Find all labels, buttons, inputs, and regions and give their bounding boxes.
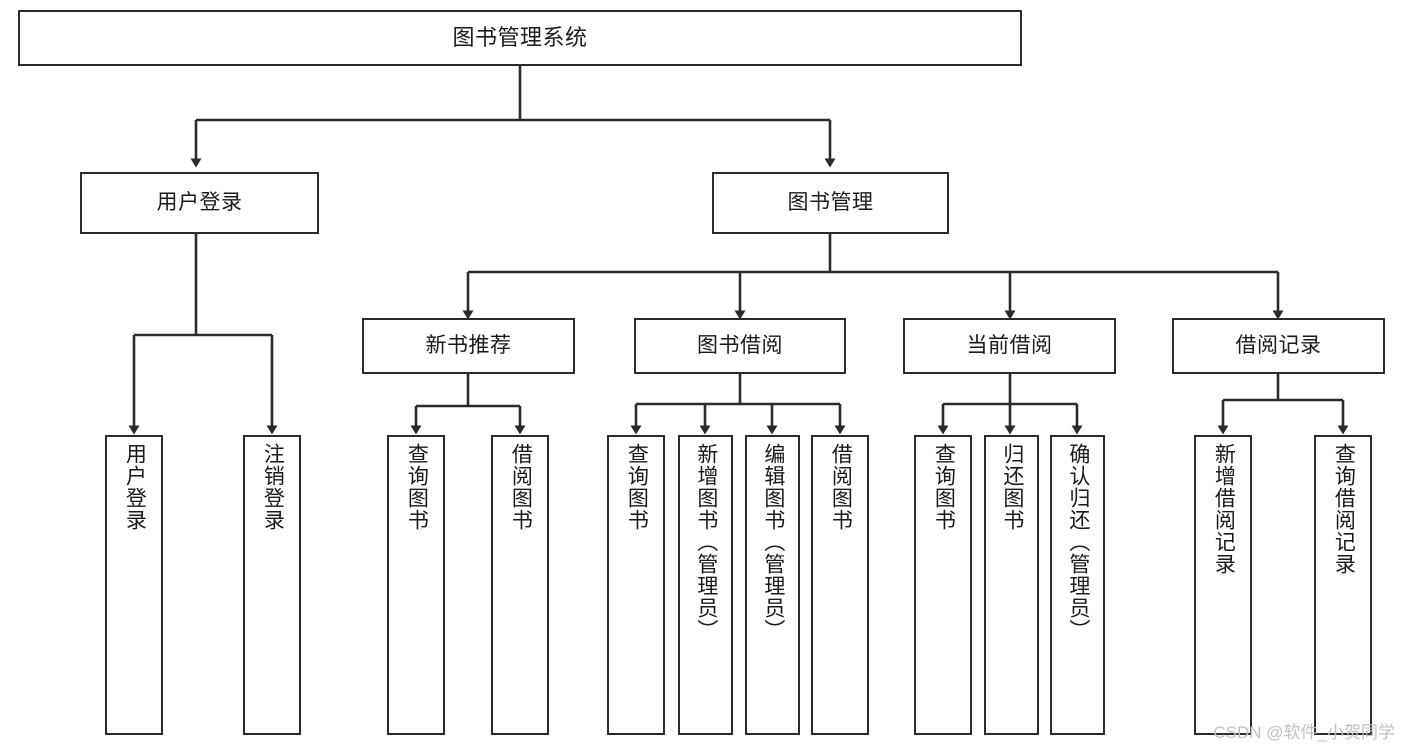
csdn-watermark: CSDN @软件_小贺同学 [1213,723,1395,742]
node-borrow-record[interactable]: 借阅记录 [1172,318,1385,374]
node-root-label: 图书管理系统 [452,25,588,51]
node-book-manage-label: 图书管理 [787,190,874,214]
node-leaf-return-book[interactable]: 归还图书 [984,435,1039,735]
node-book-borrow[interactable]: 图书借阅 [634,318,846,374]
node-leaf-query-book-current[interactable]: 查询图书 [914,435,972,735]
node-leaf-query-book-borrow-label: 查询图书 [625,443,649,531]
node-current-borrow-label: 当前借阅 [966,333,1053,357]
node-user-login[interactable]: 用户登录 [80,172,319,234]
node-leaf-edit-book-admin-label: 编辑图书（管理员） [761,443,785,641]
node-leaf-logout-login-label: 注销登录 [261,443,285,531]
node-book-manage[interactable]: 图书管理 [712,172,949,234]
node-leaf-confirm-return-admin-label: 确认归还（管理员） [1066,443,1090,641]
node-leaf-return-book-label: 归还图书 [1000,443,1024,531]
node-leaf-query-book-current-label: 查询图书 [932,443,956,531]
node-leaf-query-book-rec[interactable]: 查询图书 [387,435,445,735]
node-leaf-logout-login[interactable]: 注销登录 [243,435,301,735]
node-leaf-confirm-return-admin[interactable]: 确认归还（管理员） [1050,435,1105,735]
node-leaf-user-login-label: 用户登录 [123,443,147,531]
node-book-borrow-label: 图书借阅 [697,333,783,357]
node-leaf-edit-book-admin[interactable]: 编辑图书（管理员） [745,435,800,735]
node-leaf-add-book-admin[interactable]: 新增图书（管理员） [678,435,733,735]
node-leaf-query-book-rec-label: 查询图书 [405,443,429,531]
node-root[interactable]: 图书管理系统 [18,10,1022,66]
node-borrow-record-label: 借阅记录 [1235,333,1322,357]
node-leaf-add-borrow-record-label: 新增借阅记录 [1212,443,1236,575]
node-leaf-add-borrow-record[interactable]: 新增借阅记录 [1194,435,1252,735]
node-new-book-recommend[interactable]: 新书推荐 [362,318,575,374]
node-leaf-user-login[interactable]: 用户登录 [105,435,163,735]
node-leaf-borrow-book-rec-label: 借阅图书 [509,443,533,531]
node-leaf-query-borrow-record-label: 查询借阅记录 [1332,443,1356,575]
node-leaf-query-borrow-record[interactable]: 查询借阅记录 [1314,435,1372,735]
node-new-book-recommend-label: 新书推荐 [425,333,512,357]
node-leaf-borrow-book-rec[interactable]: 借阅图书 [491,435,549,735]
node-leaf-borrow-book[interactable]: 借阅图书 [811,435,869,735]
node-current-borrow[interactable]: 当前借阅 [903,318,1116,374]
node-user-login-label: 用户登录 [156,190,243,214]
node-leaf-add-book-admin-label: 新增图书（管理员） [694,443,718,641]
node-leaf-query-book-borrow[interactable]: 查询图书 [607,435,665,735]
node-leaf-borrow-book-label: 借阅图书 [829,443,853,531]
